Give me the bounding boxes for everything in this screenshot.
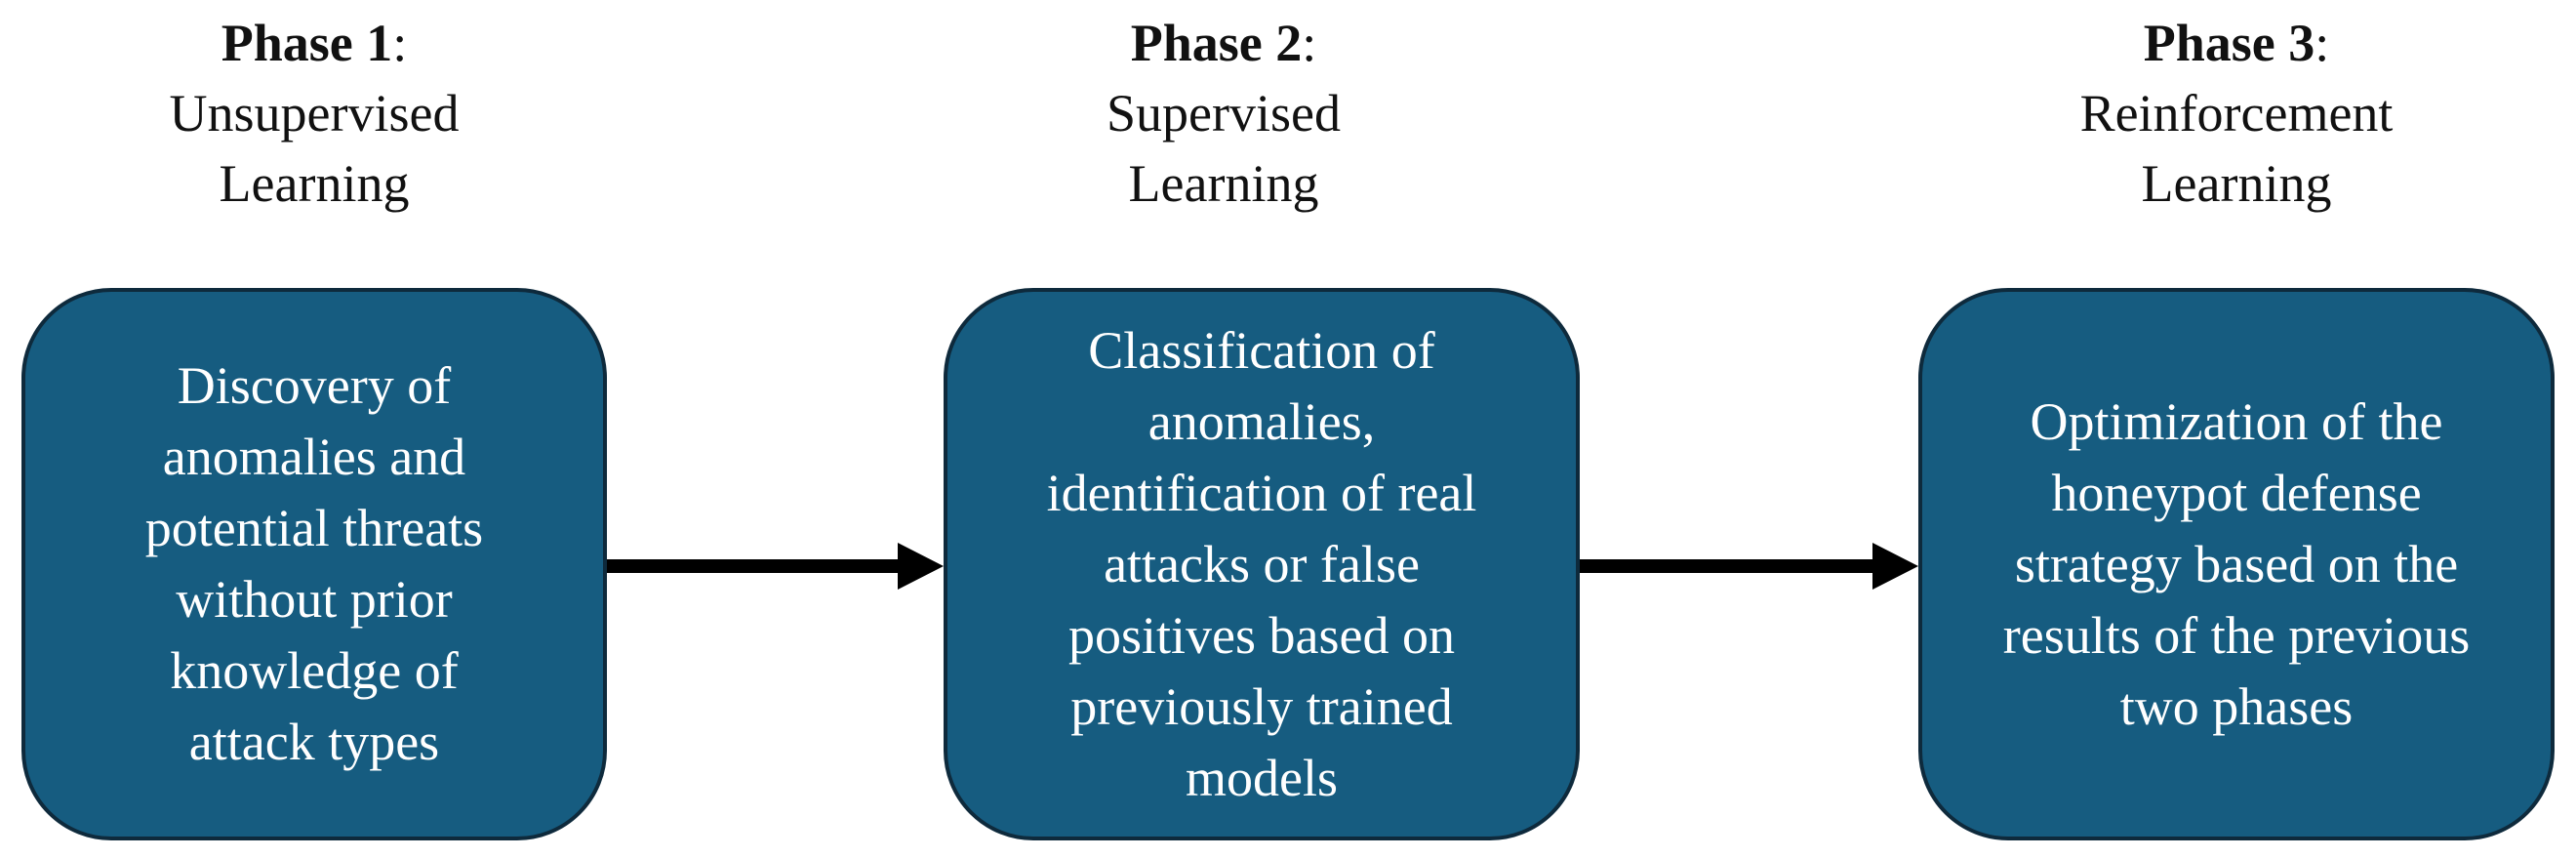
phase-1-separator: : xyxy=(392,14,408,72)
phase-2-title-line-1: Supervised xyxy=(1107,84,1341,143)
phase-2-separator: : xyxy=(1302,14,1317,72)
phase-2-description-line-3: identification of real xyxy=(1046,463,1477,522)
phase-3-title-line-2: Learning xyxy=(2141,154,2332,213)
phase-1-label: Phase 1 xyxy=(221,14,393,72)
phase-1-description-line-6: attack types xyxy=(188,713,440,771)
phase-3-heading: Phase 3: Reinforcement Learning xyxy=(1944,8,2529,219)
phase-3-description-line-4: results of the previous xyxy=(2002,605,2471,665)
arrow-2-head xyxy=(1872,543,1918,590)
phase-3-description: Optimization of the honeypot defense str… xyxy=(1976,387,2497,743)
phase-2-description-line-6: previously trained xyxy=(1070,676,1453,736)
phase-2-heading: Phase 2: Supervised Learning xyxy=(931,8,1516,219)
phase-2-label-line: Phase 2: xyxy=(931,8,1516,78)
phase-3-title-line-1: Reinforcement xyxy=(2079,84,2394,143)
phase-3-label: Phase 3 xyxy=(2143,14,2315,72)
phase-3-description-line-3: strategy based on the xyxy=(2014,534,2459,593)
phase-1-description-line-1: Discovery of xyxy=(177,356,452,415)
phase-3-description-line-2: honeypot defense xyxy=(2051,463,2422,522)
phase-1-title-line-2: Learning xyxy=(219,154,410,213)
phase-2-description-line-2: anomalies, xyxy=(1147,391,1376,451)
phase-2-description-line-5: positives based on xyxy=(1068,605,1455,665)
phase-2-label: Phase 2 xyxy=(1130,14,1303,72)
arrow-phase-1-to-2 xyxy=(607,543,944,590)
phase-1-label-line: Phase 1: xyxy=(21,8,607,78)
phase-1-title-line-1: Unsupervised xyxy=(169,84,460,143)
phase-1-description-line-2: anomalies and xyxy=(162,428,466,486)
phase-3-box: Optimization of the honeypot defense str… xyxy=(1918,288,2555,840)
arrow-1-head xyxy=(898,543,944,590)
phase-1-description: Discovery of anomalies and potential thr… xyxy=(118,350,510,778)
phase-2-description-line-4: attacks or false xyxy=(1104,534,1420,593)
phase-2-description-line-1: Classification of xyxy=(1088,320,1435,380)
phase-1-heading: Phase 1: Unsupervised Learning xyxy=(21,8,607,219)
phase-3-label-line: Phase 3: xyxy=(1944,8,2529,78)
phase-1-description-line-3: potential threats xyxy=(144,499,484,557)
phase-3-separator: : xyxy=(2314,14,2330,72)
phase-3-description-line-1: Optimization of the xyxy=(2030,391,2443,451)
phase-3-description-line-5: two phases xyxy=(2119,676,2354,736)
phase-1-description-line-5: knowledge of xyxy=(170,641,459,700)
phase-2-description: Classification of anomalies, identificat… xyxy=(1020,315,1505,814)
phase-1-description-line-4: without prior xyxy=(176,570,453,629)
phase-2-box: Classification of anomalies, identificat… xyxy=(944,288,1580,840)
arrow-phase-2-to-3 xyxy=(1580,543,1918,590)
phase-2-title-line-2: Learning xyxy=(1128,154,1319,213)
phase-2-description-line-7: models xyxy=(1186,748,1338,807)
phase-1-box: Discovery of anomalies and potential thr… xyxy=(21,288,607,840)
